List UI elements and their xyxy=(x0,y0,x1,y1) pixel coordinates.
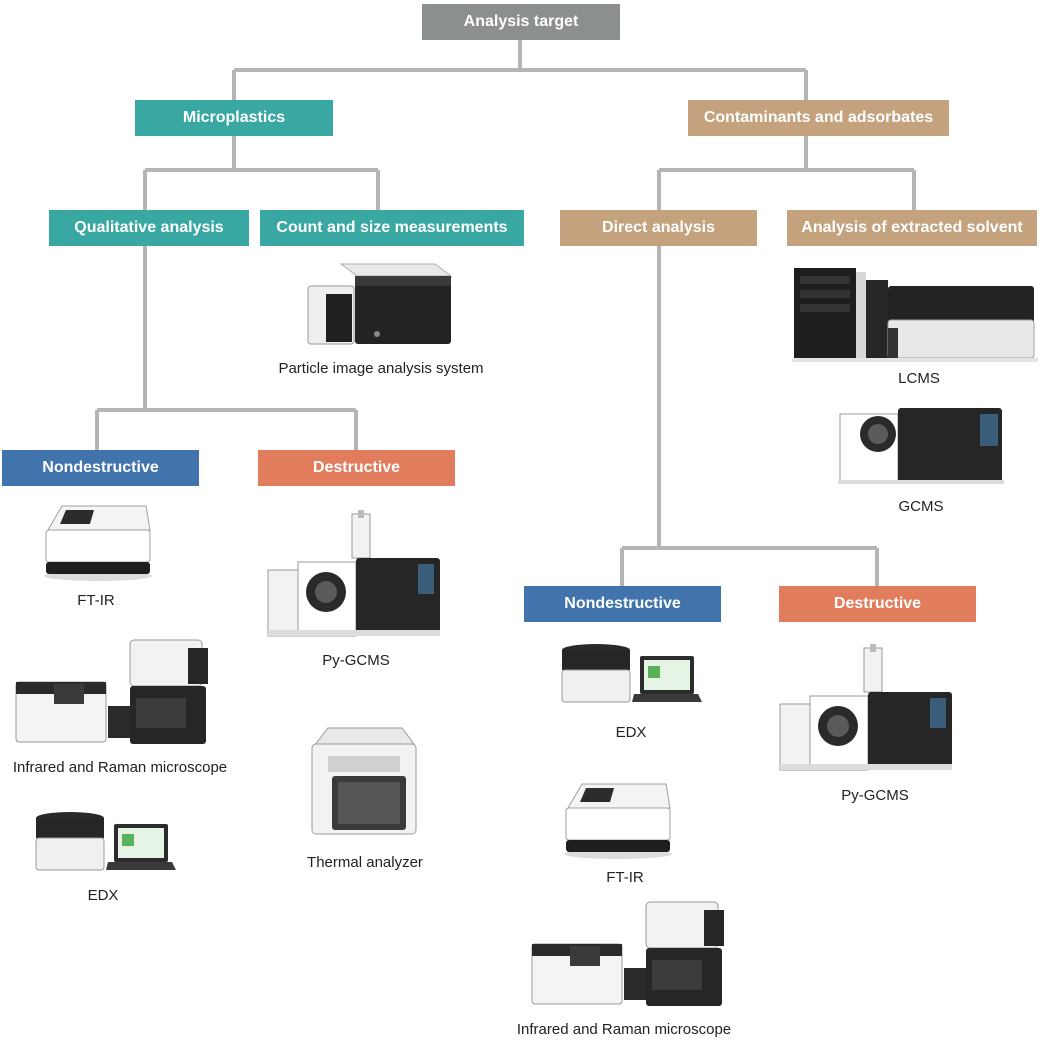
mp-ir-raman-caption: Infrared and Raman microscope xyxy=(12,759,228,776)
ca-ir-raman-microscope-image xyxy=(531,901,724,1006)
ca-destructive-node: Destructive xyxy=(779,586,976,622)
count-size-node: Count and size measurements xyxy=(260,210,524,246)
mp-ir-raman-microscope-image xyxy=(15,639,208,744)
thermal-analyzer-image xyxy=(311,727,417,835)
gcms-caption: GCMS xyxy=(898,498,944,515)
connector-contaminants xyxy=(657,136,916,210)
microplastics-node: Microplastics xyxy=(135,100,333,136)
mp-pygcms-caption: Py-GCMS xyxy=(322,652,390,669)
thermal-analyzer-caption: Thermal analyzer xyxy=(307,854,423,871)
direct-analysis-node: Direct analysis xyxy=(560,210,757,246)
mp-destructive-node: Destructive xyxy=(258,450,455,486)
connector-root xyxy=(232,40,808,100)
gcms-image xyxy=(838,408,1004,484)
connector-qualitative xyxy=(95,246,358,450)
ca-ftir-caption: FT-IR xyxy=(606,869,644,886)
ca-pygcms-image xyxy=(779,644,952,771)
connector-microplastics xyxy=(143,136,380,210)
ca-pygcms-caption: Py-GCMS xyxy=(841,787,909,804)
particle-image-caption: Particle image analysis system xyxy=(278,360,484,377)
particle-image-system-image xyxy=(307,263,453,345)
mp-edx-image xyxy=(35,812,176,871)
ca-ftir-image xyxy=(564,783,672,859)
qualitative-analysis-node: Qualitative analysis xyxy=(49,210,249,246)
mp-ftir-caption: FT-IR xyxy=(77,592,115,609)
ca-edx-image xyxy=(561,644,702,703)
ca-ir-raman-caption: Infrared and Raman microscope xyxy=(516,1021,732,1038)
connector-direct xyxy=(620,246,879,586)
extracted-solvent-node: Analysis of extracted solvent xyxy=(787,210,1037,246)
ca-nondestructive-node: Nondestructive xyxy=(524,586,721,622)
mp-pygcms-image xyxy=(267,510,440,637)
mp-edx-caption: EDX xyxy=(87,887,119,904)
root-node: Analysis target xyxy=(422,4,620,40)
ca-edx-caption: EDX xyxy=(615,724,647,741)
mp-nondestructive-node: Nondestructive xyxy=(2,450,199,486)
lcms-image xyxy=(792,268,1038,362)
mp-ftir-image xyxy=(44,505,152,581)
lcms-caption: LCMS xyxy=(898,370,940,387)
contaminants-node: Contaminants and adsorbates xyxy=(688,100,949,136)
